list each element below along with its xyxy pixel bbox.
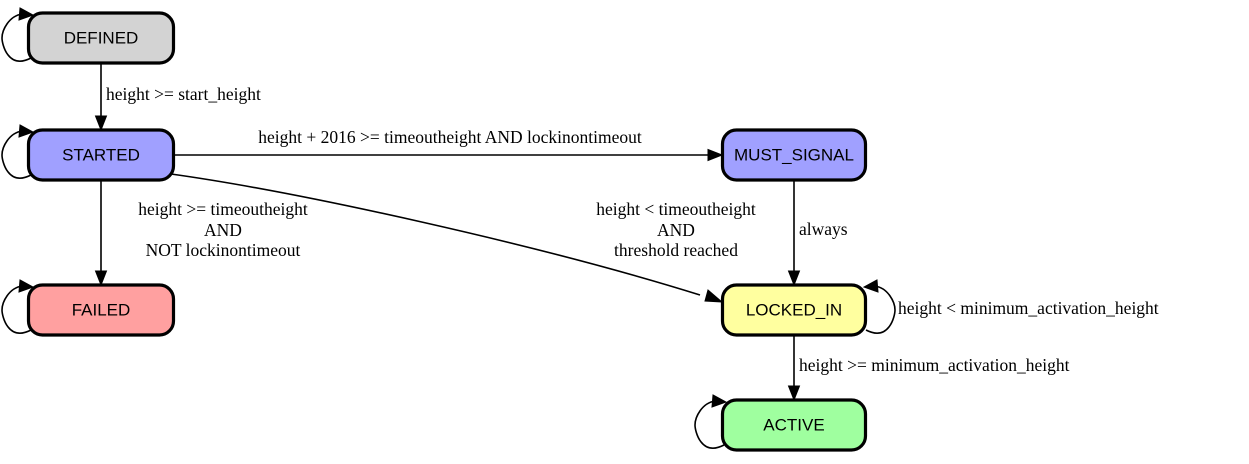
edge-started-to-must-signal-label: height + 2016 >= timeoutheight AND locki… bbox=[258, 127, 642, 147]
state-node-must-signal-shape[interactable] bbox=[720, 128, 868, 182]
state-node-started-label: STARTED bbox=[62, 145, 140, 164]
edge-started-to-must-signal: height + 2016 >= timeoutheight AND locki… bbox=[174, 127, 724, 162]
edge-started-to-locked-in-label-line3: threshold reached bbox=[614, 240, 738, 260]
active-self-loop-path bbox=[694, 400, 725, 449]
state-node-defined-shape[interactable] bbox=[26, 11, 176, 65]
edge-started-to-locked-in-path bbox=[170, 173, 701, 296]
edge-defined-to-started-label: height >= start_height bbox=[106, 84, 261, 104]
state-node-locked-in-label: LOCKED_IN bbox=[746, 300, 842, 319]
edge-started-to-failed-label-line3: NOT lockinontimeout bbox=[146, 240, 301, 260]
locked-in-self-loop-arrowhead bbox=[862, 279, 879, 293]
failed-self-loop-arrowhead bbox=[18, 279, 35, 293]
edge-defined-to-started: height >= start_height bbox=[94, 64, 261, 132]
state-node-active-label: ACTIVE bbox=[763, 415, 824, 434]
state-node-active-shape[interactable] bbox=[720, 398, 868, 452]
state-node-failed-shape[interactable] bbox=[26, 283, 176, 337]
state-node-active[interactable]: ACTIVE bbox=[720, 398, 868, 452]
failed-self-loop-path bbox=[1, 285, 32, 334]
edge-started-to-locked-in-arrowhead bbox=[704, 289, 724, 303]
state-node-defined-label: DEFINED bbox=[64, 28, 139, 47]
locked-in-self-loop-path bbox=[865, 285, 896, 334]
edge-started-to-locked-in-label-line2: AND bbox=[657, 220, 695, 240]
locked-in-self-loop-label: height < minimum_activation_height bbox=[898, 298, 1159, 318]
edge-started-to-failed-arrowhead bbox=[94, 270, 108, 287]
edge-started-to-failed-label-line2: AND bbox=[204, 220, 242, 240]
edge-locked-in-to-active: height >= minimum_activation_height bbox=[787, 336, 1070, 402]
edge-started-to-failed: height >= timeoutheight AND NOT lockinon… bbox=[94, 181, 308, 287]
edge-must-signal-to-locked-in: always bbox=[787, 181, 848, 287]
state-node-must-signal-label: MUST_SIGNAL bbox=[734, 145, 854, 164]
edge-locked-in-to-active-arrowhead bbox=[787, 385, 801, 402]
state-node-locked-in-shape[interactable] bbox=[720, 283, 868, 337]
edge-must-signal-to-locked-in-arrowhead bbox=[787, 270, 801, 287]
state-node-locked-in[interactable]: LOCKED_IN bbox=[720, 283, 868, 337]
edge-started-to-locked-in-label-line1: height < timeoutheight bbox=[596, 199, 756, 219]
locked-in-self-loop: height < minimum_activation_height bbox=[862, 279, 1159, 334]
state-node-defined[interactable]: DEFINED bbox=[26, 11, 176, 65]
active-self-loop-arrowhead bbox=[711, 394, 728, 408]
started-self-loop bbox=[1, 124, 35, 179]
edge-started-to-must-signal-arrowhead bbox=[707, 148, 724, 162]
defined-self-loop-arrowhead bbox=[18, 7, 35, 21]
active-self-loop bbox=[694, 394, 728, 449]
edge-started-to-failed-label-line1: height >= timeoutheight bbox=[138, 199, 308, 219]
state-node-failed[interactable]: FAILED bbox=[26, 283, 176, 337]
state-node-started[interactable]: STARTED bbox=[26, 128, 176, 182]
edge-defined-to-started-arrowhead bbox=[94, 115, 108, 132]
state-node-started-shape[interactable] bbox=[26, 128, 176, 182]
edge-must-signal-to-locked-in-label: always bbox=[799, 219, 848, 239]
started-self-loop-arrowhead bbox=[18, 124, 35, 138]
defined-self-loop bbox=[1, 7, 35, 62]
started-self-loop-path bbox=[1, 130, 32, 179]
edge-locked-in-to-active-label: height >= minimum_activation_height bbox=[799, 355, 1070, 375]
defined-self-loop-path bbox=[1, 13, 32, 62]
state-node-failed-label: FAILED bbox=[72, 300, 131, 319]
failed-self-loop bbox=[1, 279, 35, 334]
edge-started-to-locked-in: height < timeoutheight AND threshold rea… bbox=[170, 173, 756, 303]
state-node-must-signal[interactable]: MUST_SIGNAL bbox=[720, 128, 868, 182]
